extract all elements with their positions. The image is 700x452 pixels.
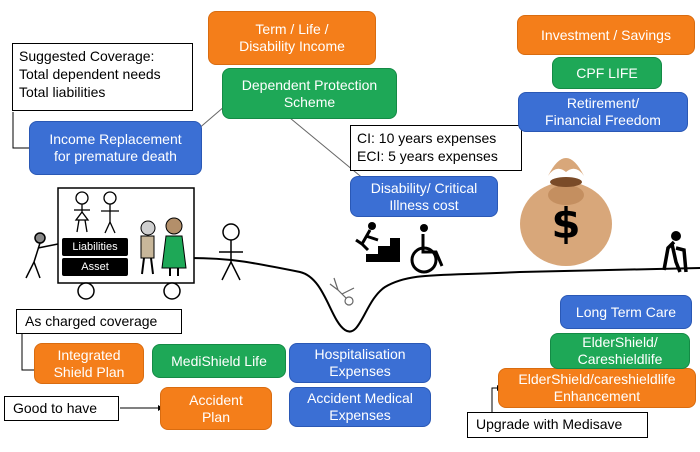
liabilities-label: Liabilities xyxy=(62,238,128,256)
investment-savings-box: Investment / Savings xyxy=(517,15,695,55)
hospitalisation-box: Hospitalisation Expenses xyxy=(289,343,431,383)
eldershield-enhancement-box: ElderShield/careshieldlife Enhancement xyxy=(498,368,696,408)
as-charged-note: As charged coverage xyxy=(16,309,182,334)
asset-label: Asset xyxy=(62,258,128,276)
standing-man-figure xyxy=(219,223,243,281)
income-replacement-box: Income Replacement for premature death xyxy=(29,121,202,175)
long-term-care-box: Long Term Care xyxy=(560,295,692,329)
wheelchair-icon xyxy=(410,224,444,274)
connector-arrow xyxy=(491,387,497,412)
integrated-shield-box: Integrated Shield Plan xyxy=(34,343,144,384)
medishield-life-box: MediShield Life xyxy=(152,344,286,378)
cart-wheel xyxy=(163,282,181,300)
stairs-fall-icon xyxy=(352,222,400,262)
dependent-protection-box: Dependent Protection Scheme xyxy=(222,68,397,119)
child-figure xyxy=(101,191,119,234)
suggested-coverage-note: Suggested Coverage: Total dependent need… xyxy=(12,43,193,111)
elderly-with-cane-icon xyxy=(662,231,688,273)
medisave-upgrade-note: Upgrade with Medisave xyxy=(467,412,648,438)
ci-expenses-note: CI: 10 years expenses ECI: 5 years expen… xyxy=(350,125,522,171)
connector-arrow xyxy=(21,334,34,371)
eldershield-careshield-box: ElderShield/ Careshieldlife xyxy=(550,333,690,369)
accident-plan-box: Accident Plan xyxy=(160,387,272,430)
elderly-couple xyxy=(140,217,187,276)
good-to-have-note: Good to have xyxy=(4,396,119,421)
child-figure xyxy=(74,191,90,233)
life-curve xyxy=(189,257,700,333)
pushing-man-figure xyxy=(25,232,59,279)
dollar-sign: $ xyxy=(551,199,581,248)
disability-ci-box: Disability/ Critical Illness cost xyxy=(350,176,498,217)
accident-medical-box: Accident Medical Expenses xyxy=(289,387,431,427)
connector-arrow xyxy=(12,112,29,149)
fallen-man-figure xyxy=(329,277,355,306)
cart-wheel xyxy=(77,282,95,300)
retirement-box: Retirement/ Financial Freedom xyxy=(518,92,688,132)
term-life-box: Term / Life / Disability Income xyxy=(208,11,376,65)
money-bag-icon xyxy=(520,158,612,266)
cpf-life-box: CPF LIFE xyxy=(552,57,662,89)
